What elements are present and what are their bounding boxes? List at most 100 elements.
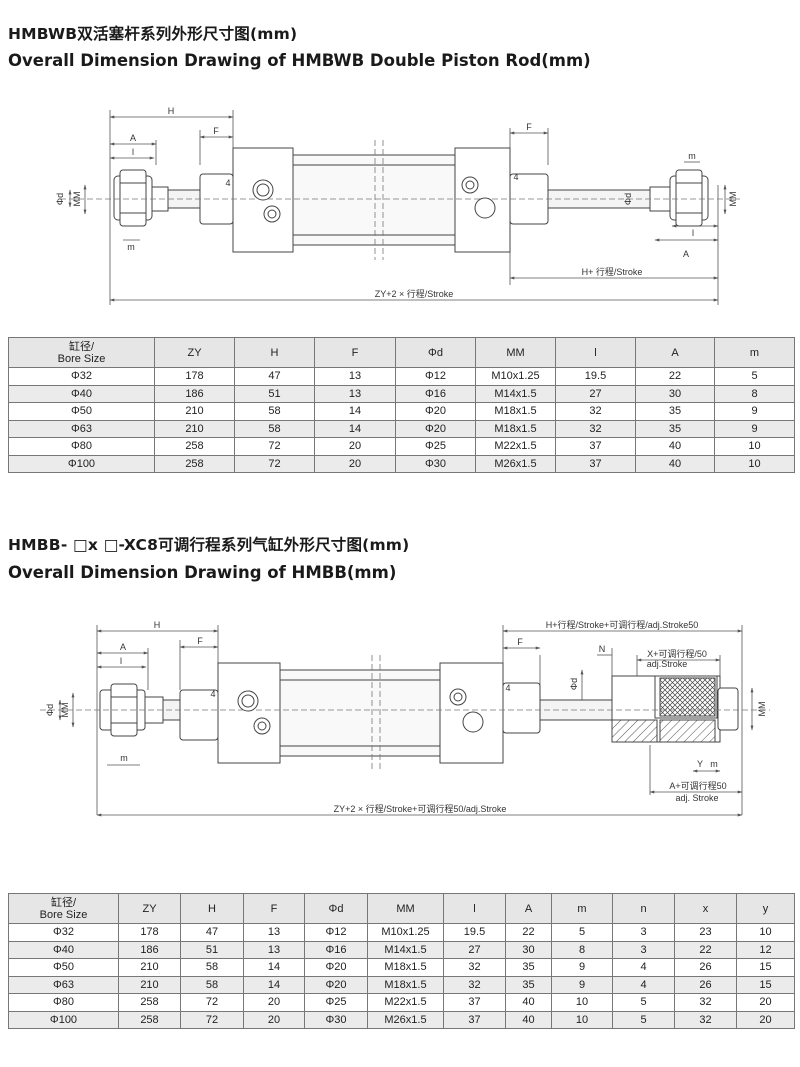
table-cell: 22 (505, 923, 552, 942)
table-cell: 19.5 (443, 923, 506, 942)
table-cell: M14x1.5 (475, 384, 556, 403)
table-cell: 40 (635, 454, 715, 473)
dim2-m-right-label: m (710, 759, 718, 769)
column-header: F (243, 893, 305, 924)
table-cell: M18x1.5 (475, 402, 556, 421)
dim2-phi-d-left-label: Φd (45, 704, 55, 716)
table-cell: 37 (555, 437, 636, 456)
table-cell: Φ50 (8, 402, 155, 421)
table-cell: Φ16 (304, 940, 368, 959)
column-header: l (555, 337, 636, 368)
section1-title-cn: HMBWB双活塞杆系列外形尺寸图(mm) (8, 25, 298, 43)
table-cell: 23 (674, 923, 737, 942)
section1-title-en: Overall Dimension Drawing of HMBWB Doubl… (8, 51, 591, 70)
table-cell: 20 (736, 993, 795, 1012)
table-cell: M14x1.5 (367, 940, 444, 959)
table-cell: 10 (736, 923, 795, 942)
table-cell: 58 (234, 402, 315, 421)
column-header: m (551, 893, 613, 924)
column-header: ZY (118, 893, 181, 924)
table-cell: 72 (180, 993, 244, 1012)
table-cell: 4 (612, 975, 675, 994)
column-header: y (736, 893, 795, 924)
table-cell: 22 (674, 940, 737, 959)
table-cell: 5 (714, 367, 795, 386)
table-cell: 32 (555, 419, 636, 438)
table-cell: Φ20 (395, 402, 476, 421)
table-cell: 32 (674, 993, 737, 1012)
dim2-X-stroke-label-2: adj.Stroke (647, 659, 688, 669)
table-cell: Φ20 (304, 958, 368, 977)
table-cell: M18x1.5 (367, 975, 444, 994)
table-cell: 20 (314, 454, 396, 473)
table-cell: Φ25 (304, 993, 368, 1012)
table-cell: 10 (714, 437, 795, 456)
table-cell: 10 (551, 993, 613, 1012)
dim2-MM-right-label: MM (757, 702, 767, 717)
table-cell: Φ40 (8, 384, 155, 403)
table-cell: 32 (443, 958, 506, 977)
table-cell: 37 (443, 1010, 506, 1029)
table-cell: Φ16 (395, 384, 476, 403)
table-cell: M26x1.5 (367, 1010, 444, 1029)
table-cell: 51 (234, 384, 315, 403)
dim2-A-stroke-label-1: A+可调行程50 (669, 780, 726, 791)
table-cell: 258 (118, 993, 181, 1012)
column-header: l (443, 893, 506, 924)
table-cell: Φ12 (304, 923, 368, 942)
table-cell: Φ50 (8, 958, 119, 977)
dim-MM-left-label: MM (72, 192, 82, 207)
table-cell: 13 (314, 367, 396, 386)
column-header: MM (475, 337, 556, 368)
table-cell: M26x1.5 (475, 454, 556, 473)
table-cell: 30 (635, 384, 715, 403)
table-cell: 5 (612, 993, 675, 1012)
table-cell: 9 (714, 419, 795, 438)
table-cell: 58 (180, 975, 244, 994)
table-cell: 35 (505, 958, 552, 977)
table-cell: 10 (551, 1010, 613, 1029)
table-cell: 4 (612, 958, 675, 977)
table-cell: 20 (314, 437, 396, 456)
column-header: n (612, 893, 675, 924)
column-header: H (234, 337, 315, 368)
table-cell: 8 (714, 384, 795, 403)
column-header: 缸径/Bore Size (8, 337, 155, 368)
table-cell: 30 (505, 940, 552, 959)
table-cell: 258 (118, 1010, 181, 1029)
dim-phi-d-left-label: Φd (55, 193, 65, 205)
dim-MM-right-label: MM (728, 192, 738, 207)
table-cell: Φ12 (395, 367, 476, 386)
table-cell: 186 (118, 940, 181, 959)
table-cell: 22 (635, 367, 715, 386)
column-header: Φd (304, 893, 368, 924)
column-header: F (314, 337, 396, 368)
table-cell: 13 (243, 923, 305, 942)
table-cell: M18x1.5 (367, 958, 444, 977)
column-header: Φd (395, 337, 476, 368)
table-cell: 72 (180, 1010, 244, 1029)
table-cell: Φ32 (8, 923, 119, 942)
column-header: A (635, 337, 715, 368)
table-cell: 210 (118, 958, 181, 977)
table-cell: 58 (234, 419, 315, 438)
table-cell: 15 (736, 958, 795, 977)
table-cell: 9 (551, 958, 613, 977)
table-cell: 178 (154, 367, 235, 386)
table-cell: 20 (736, 1010, 795, 1029)
dim-m-right-label: m (688, 151, 696, 161)
dim2-l-label: l (120, 656, 122, 666)
dim-phi-d-right-label: Φd (623, 193, 633, 205)
table-cell: 40 (505, 993, 552, 1012)
table-cell: 14 (314, 402, 396, 421)
table-cell: 210 (154, 419, 235, 438)
table-cell: 9 (551, 975, 613, 994)
table-cell: 14 (314, 419, 396, 438)
table-cell: 14 (243, 958, 305, 977)
table-cell: 12 (736, 940, 795, 959)
table-cell: 72 (234, 454, 315, 473)
